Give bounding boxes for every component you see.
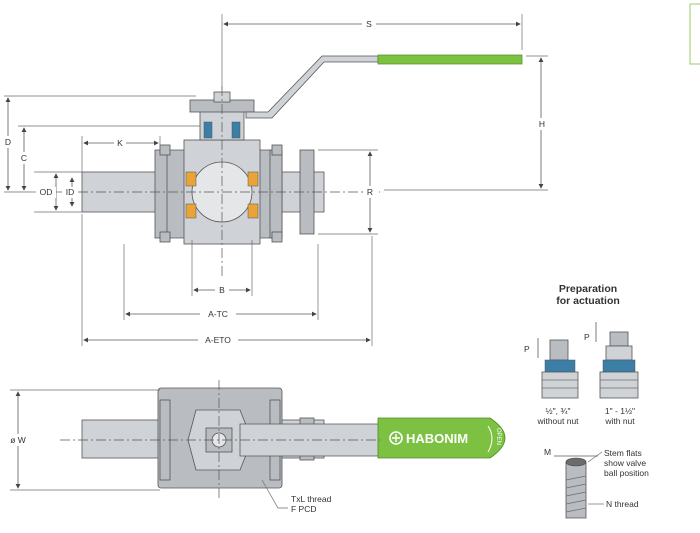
dim-od-label: OD [40, 187, 53, 197]
end-cap-left [154, 149, 168, 239]
handle-grip [377, 54, 523, 65]
stem-without-nut [541, 339, 579, 399]
dim-aeto-label: A-ETO [205, 335, 231, 345]
actuation-heading-1: Preparation [559, 283, 617, 295]
spring [203, 121, 213, 139]
front-view-dimensions: S H D C OD ID K [2, 14, 549, 346]
dim-h-label: H [539, 119, 545, 129]
right-sizes: 1" - 1½" [605, 406, 635, 416]
left-note: without nut [536, 416, 579, 426]
stem-detail: M Stem flats show valve ball position N … [544, 447, 649, 519]
stem-flats-note-1: Stem flats [604, 448, 642, 458]
bolt [159, 144, 171, 156]
handle-grip-top [377, 417, 506, 459]
actuation-preparation: Preparation for actuation P P ½", ¾" wit… [524, 283, 639, 426]
left-sizes: ½", ¾" [546, 406, 571, 416]
dim-id-label: ID [66, 187, 75, 197]
seat [247, 203, 259, 219]
dim-b-label: B [219, 285, 225, 295]
top-view: HABONIM OPEN [60, 380, 506, 500]
bolt [271, 231, 283, 243]
dim-r-label: R [367, 187, 373, 197]
habonim-logo-icon [389, 431, 403, 445]
stem-flats-note-3: ball position [604, 468, 649, 478]
p-label-left: P [524, 344, 530, 354]
dim-atc-label: A-TC [208, 309, 228, 319]
bolting-pcd-label: F PCD [291, 504, 317, 514]
stem-rod [565, 461, 587, 519]
top-view-dimensions: ø W TxL thread F PCD [4, 389, 332, 514]
brand-name: HABONIM [406, 431, 468, 446]
bolting-thread-label: TxL thread [291, 494, 332, 504]
m-label: M [544, 447, 551, 457]
bolt [271, 144, 283, 156]
front-view [60, 54, 523, 278]
seat [247, 171, 259, 187]
actuation-heading-2: for actuation [556, 295, 620, 307]
stem-with-nut [599, 331, 639, 399]
dim-k-label: K [117, 138, 123, 148]
dim-s-label: S [366, 19, 372, 29]
end-cap-right [269, 149, 283, 239]
p-label-right: P [584, 332, 590, 342]
seat [185, 171, 197, 187]
spring [231, 121, 241, 139]
handle-lever [245, 55, 379, 119]
bolt [159, 231, 171, 243]
dim-c-label: C [21, 153, 27, 163]
stem-flats-note-2: show valve [604, 458, 646, 468]
right-note: with nut [604, 416, 635, 426]
cropped-panel-edge [689, 3, 700, 65]
seat [185, 203, 197, 219]
bolting-leader [261, 479, 288, 509]
dim-w-label: ø W [10, 435, 26, 445]
dim-d-label: D [5, 137, 11, 147]
n-thread-label: N thread [606, 499, 639, 509]
open-marker: OPEN [495, 428, 501, 445]
